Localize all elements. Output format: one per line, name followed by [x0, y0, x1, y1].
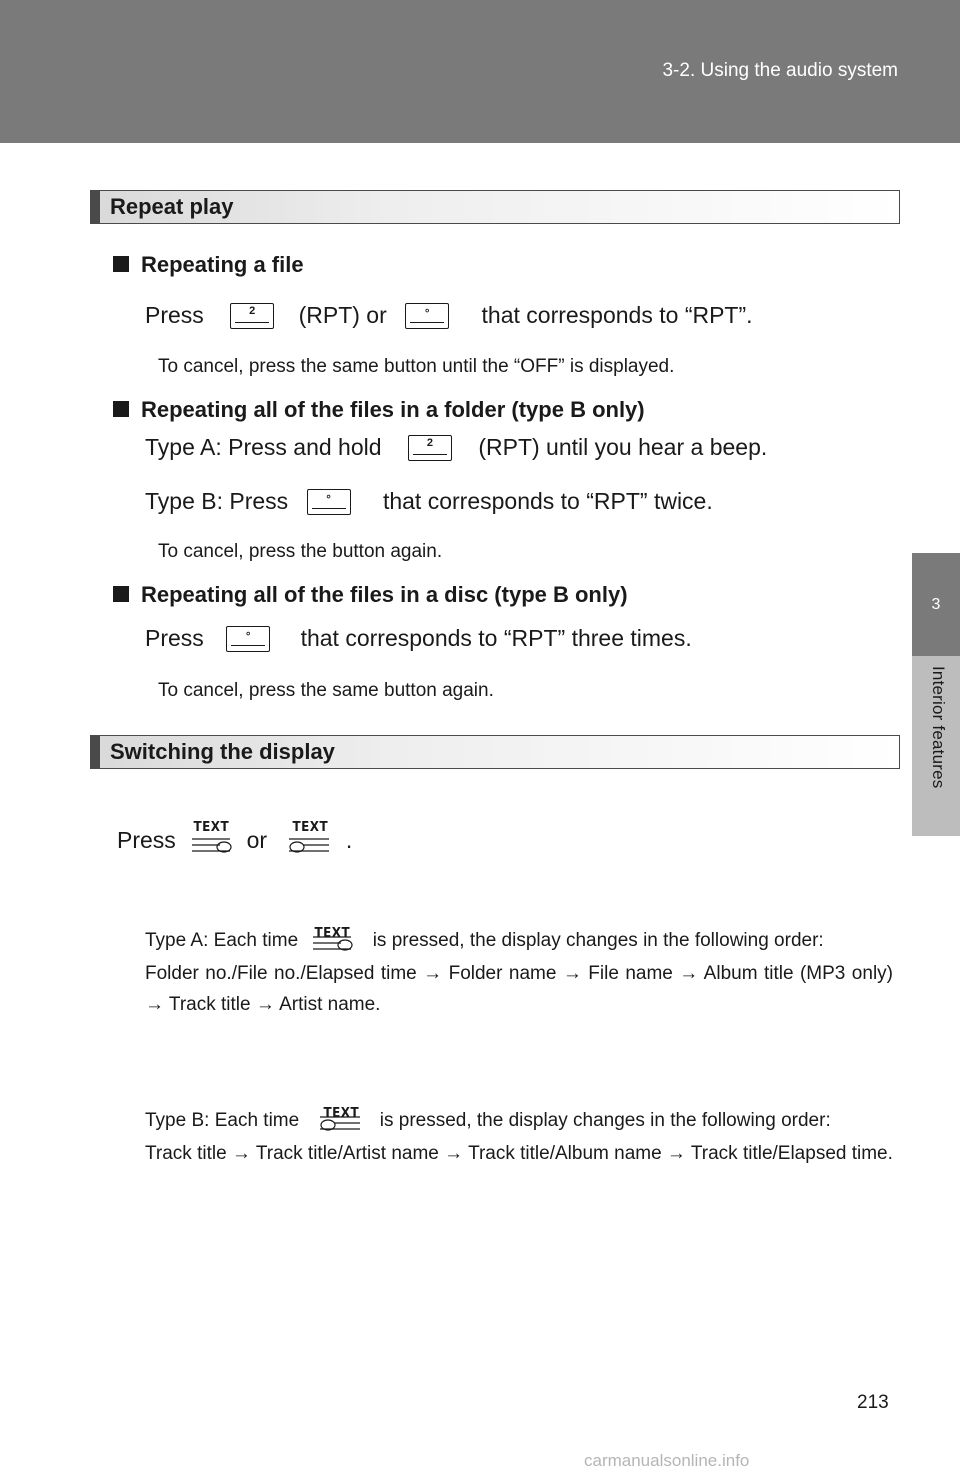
chapter-tab-label: Interior features	[929, 666, 948, 789]
instruction-line: Press ∘ that corresponds to “RPT” three …	[145, 625, 692, 652]
bullet-square-icon	[113, 401, 129, 417]
section-heading-repeat-play: Repeat play	[90, 190, 900, 224]
section-heading-switching-display: Switching the display	[90, 735, 900, 769]
rpt-preset-button-icon: 2	[230, 303, 275, 329]
instruction-line: Press 2 (RPT) or ∘ that corresponds to “…	[145, 302, 753, 329]
page-header: 3-2. Using the audio system	[0, 0, 960, 143]
type-b-description: Type B: Each time TEXT is pressed, the d…	[145, 1098, 893, 1169]
watermark: carmanualsonline.info	[584, 1451, 750, 1470]
subheading-repeating-folder: Repeating all of the files in a folder (…	[113, 397, 645, 423]
section-title: Switching the display	[110, 739, 335, 764]
type-a-description: Type A: Each time TEXT is pressed, the d…	[145, 918, 893, 1020]
chapter-tab: Interior features	[912, 656, 960, 836]
note-text: To cancel, press the same button until t…	[158, 356, 675, 377]
bullet-square-icon	[113, 256, 129, 272]
chapter-tab-number: 3	[912, 553, 960, 656]
text-button-a-icon: TEXT	[305, 918, 361, 958]
note-text: To cancel, press the button again.	[158, 541, 443, 562]
softkey-button-icon: ∘	[226, 626, 271, 652]
text-button-a-shape	[192, 838, 232, 853]
header-title: 3-2. Using the audio system	[662, 60, 898, 81]
text-button-b-icon: TEXT	[314, 1098, 370, 1138]
text-button-a-shape	[313, 936, 354, 951]
page-number: 213	[857, 1392, 889, 1413]
instruction-line: Press TEXT or TEXT .	[117, 820, 352, 860]
softkey-button-icon: ∘	[405, 303, 450, 329]
subheading-repeating-disc: Repeating all of the files in a disc (ty…	[113, 582, 628, 608]
note-text: To cancel, press the same button again.	[158, 680, 494, 701]
rpt-preset-button-icon: 2	[407, 435, 452, 461]
text-button-b-shape	[320, 1116, 361, 1131]
text-button-a-icon: TEXT	[184, 820, 240, 860]
section-title: Repeat play	[110, 194, 234, 219]
subheading-repeating-file: Repeating a file	[113, 252, 304, 278]
instruction-line: Type A: Press and hold 2 (RPT) until you…	[145, 434, 768, 461]
text-button-b-shape	[289, 838, 330, 853]
instruction-line: Type B: Press ∘ that corresponds to “RPT…	[145, 488, 713, 515]
text-button-b-icon: TEXT	[283, 820, 339, 860]
bullet-square-icon	[113, 586, 129, 602]
softkey-button-icon: ∘	[306, 489, 351, 515]
